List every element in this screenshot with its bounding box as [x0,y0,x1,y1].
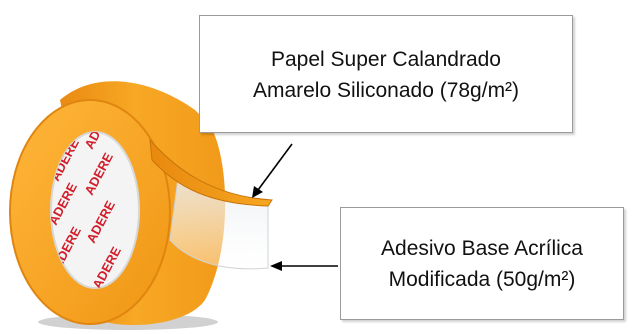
roll-core [50,131,140,289]
paper-callout: Papel Super Calandrado Amarelo Siliconad… [199,15,573,133]
adhesive-callout: Adesivo Base Acrílica Modificada (50g/m²… [340,207,624,320]
adhesive-callout-line-2: Modificada (50g/m²) [388,267,576,291]
adhesive-arrow [270,261,338,271]
paper-callout-line-2: Amarelo Siliconado (78g/m²) [252,79,520,102]
adhesive-callout-line-1: Adesivo Base Acrílica [381,236,583,260]
paper-arrow [252,143,293,198]
paper-flap [149,138,273,207]
paper-callout-line-1: Papel Super Calandrado [270,48,501,71]
